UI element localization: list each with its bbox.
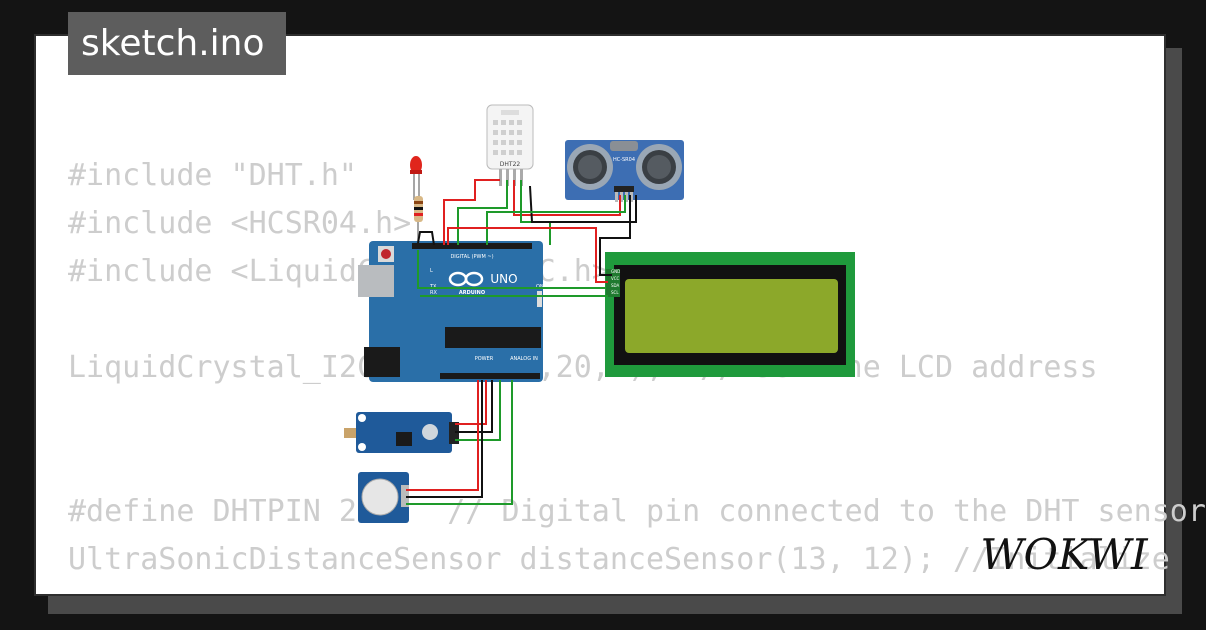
wokwi-logo-text: WOKWI xyxy=(980,530,1149,579)
wires xyxy=(406,179,637,505)
resistor[interactable] xyxy=(414,196,423,243)
code-line: #define DHTPIN 2 // Digital pin connecte… xyxy=(68,494,1206,529)
wokwi-logo: WOKWI xyxy=(980,530,1149,579)
ldr-sensor-module[interactable] xyxy=(344,412,459,453)
code-line: UltraSonicDistanceSensor distanceSensor(… xyxy=(68,542,1170,577)
code-line: #include "DHT.h" xyxy=(68,158,357,193)
potentiometer[interactable] xyxy=(358,472,409,523)
led[interactable] xyxy=(410,156,422,200)
lcd-pin-gnd: GND xyxy=(611,269,620,274)
code-card: #include "DHT.h" #include <HCSR04.h> #in… xyxy=(34,34,1206,596)
l-label: L xyxy=(430,268,433,274)
hc-sr04-label: HC-SR04 xyxy=(613,157,635,163)
arduino-brand-label: ARDUINO xyxy=(459,290,485,296)
lcd-pin-sda: SDA xyxy=(611,283,620,288)
hc-sr04-sensor[interactable]: HC-SR04 xyxy=(565,140,684,202)
dht22-sensor[interactable]: DHT22 xyxy=(486,104,534,186)
lcd-pin-scl: SCL xyxy=(611,290,619,295)
dht22-label: DHT22 xyxy=(500,161,521,168)
rx-label: RX xyxy=(430,290,437,296)
arduino-digital-label: DIGITAL (PWM ~) xyxy=(450,254,493,260)
lcd-display[interactable]: GND VCC SDA SCL xyxy=(605,252,855,377)
lcd-pin-vcc: VCC xyxy=(611,276,620,281)
power-label: POWER xyxy=(475,356,494,362)
file-tab[interactable]: sketch.ino xyxy=(68,12,286,75)
arduino-logo-icon xyxy=(448,271,484,287)
analog-label: ANALOG IN xyxy=(510,356,538,362)
arduino-model-label: UNO xyxy=(490,272,517,286)
code-line: #include <HCSR04.h> xyxy=(68,206,412,241)
arduino-uno-board[interactable]: DIGITAL (PWM ~) UNO ARDUINO TX RX L ON P… xyxy=(358,241,544,382)
